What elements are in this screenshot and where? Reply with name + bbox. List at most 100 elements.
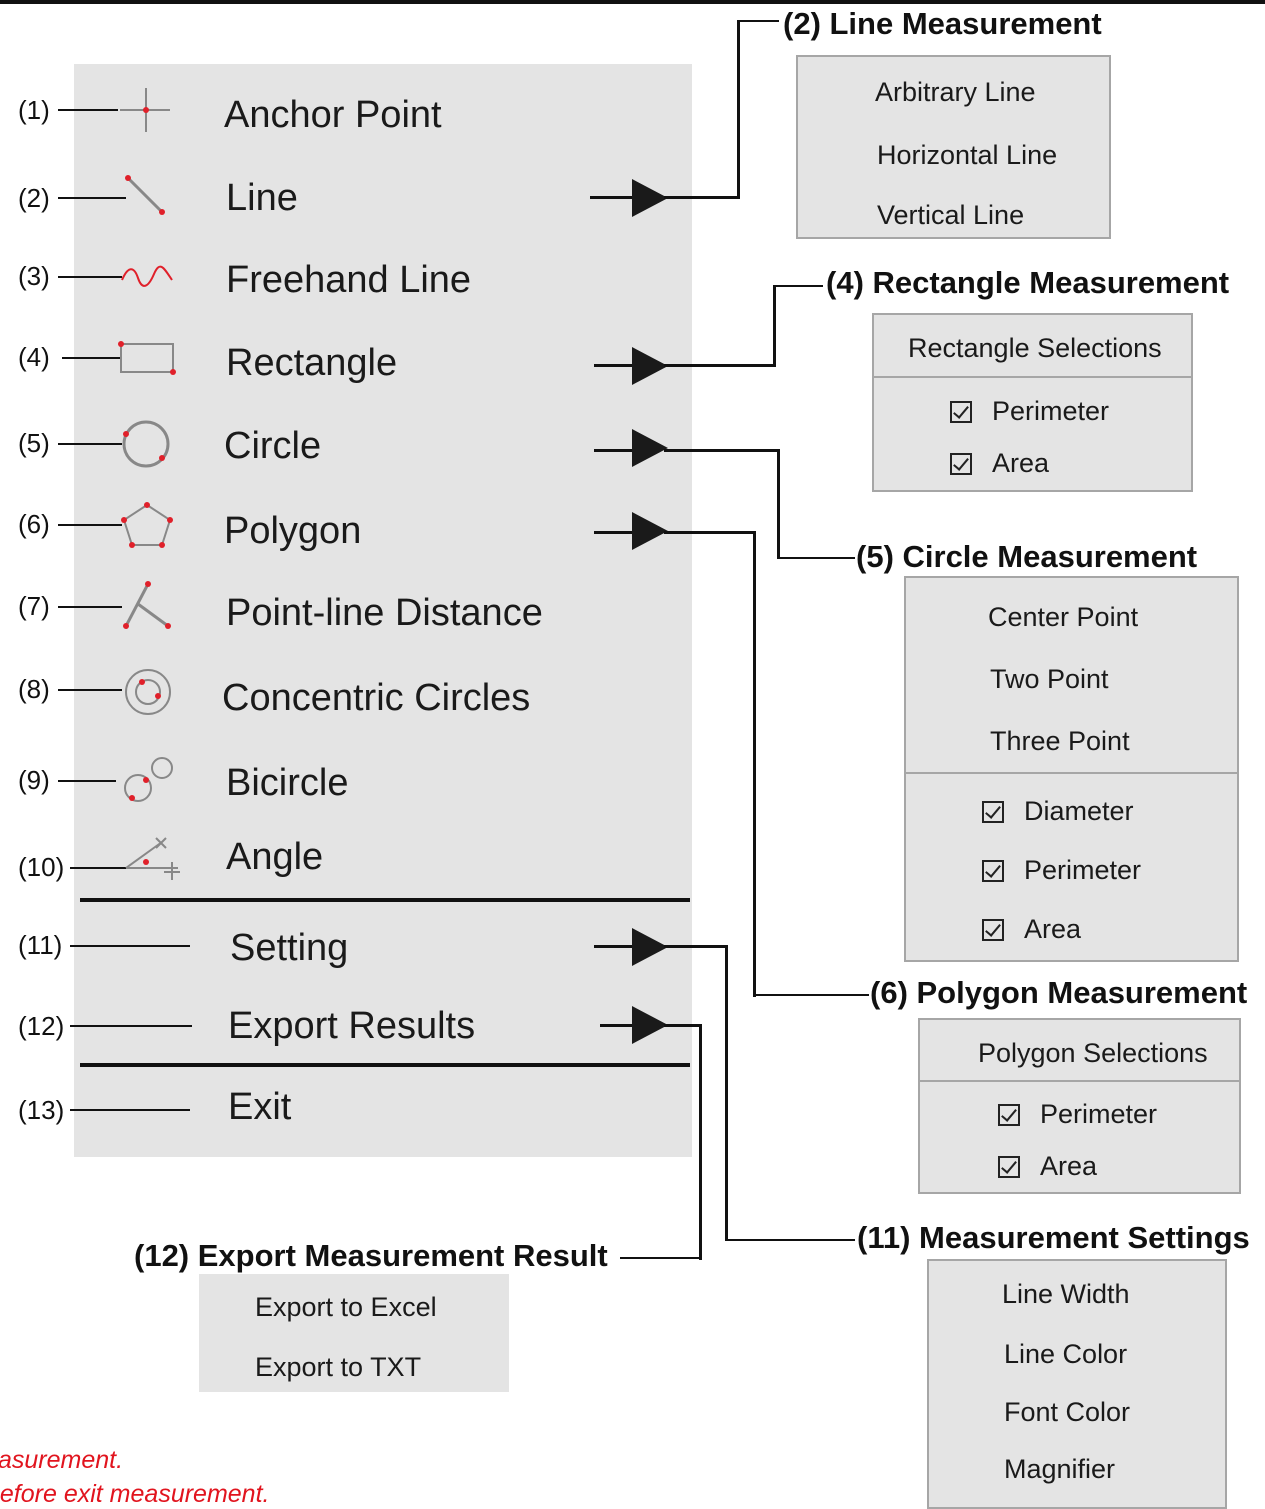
rectangle-measurement-title: (4) Rectangle Measurement xyxy=(826,265,1230,300)
leader-line xyxy=(58,276,122,278)
menu-item-circle[interactable]: Circle xyxy=(224,425,322,467)
item-number-1: (1) xyxy=(18,95,50,125)
submenu-arrow-line xyxy=(594,364,634,367)
submenu-item-three-point[interactable]: Three Point xyxy=(990,726,1130,756)
line-icon[interactable] xyxy=(120,172,168,220)
rectangle-option-area[interactable]: Area xyxy=(950,448,1049,479)
circle-option-area[interactable]: Area xyxy=(982,914,1081,945)
circle-measurement-submenu: Center Point Two Point Three Point Diame… xyxy=(904,576,1239,962)
checkbox-checked-icon[interactable] xyxy=(982,801,1004,823)
submenu-arrow-icon[interactable] xyxy=(632,347,668,385)
option-label: Area xyxy=(1024,914,1082,944)
anchor-point-icon[interactable] xyxy=(118,86,172,136)
bicircle-icon[interactable] xyxy=(120,754,176,806)
menu-item-exit[interactable]: Exit xyxy=(228,1086,292,1128)
circle-option-perimeter[interactable]: Perimeter xyxy=(982,855,1141,886)
leader-line xyxy=(58,689,122,691)
submenu-item-export-to-excel[interactable]: Export to Excel xyxy=(255,1292,437,1322)
option-label: Area xyxy=(1040,1151,1098,1181)
circle-icon[interactable] xyxy=(118,418,174,470)
checkbox-checked-icon[interactable] xyxy=(950,401,972,423)
option-label: Area xyxy=(992,448,1050,478)
checkbox-checked-icon[interactable] xyxy=(982,860,1004,882)
connector-line xyxy=(664,1024,702,1027)
option-label: Diameter xyxy=(1024,796,1134,826)
submenu-item-export-to-txt[interactable]: Export to TXT xyxy=(255,1352,422,1382)
connector-line xyxy=(737,20,740,199)
checkbox-checked-icon[interactable] xyxy=(998,1104,1020,1126)
polygon-option-area[interactable]: Area xyxy=(998,1151,1097,1182)
connector-line xyxy=(737,20,779,22)
item-number-3: (3) xyxy=(18,261,50,291)
item-number-6: (6) xyxy=(18,509,50,539)
polygon-measurement-title: (6) Polygon Measurement xyxy=(870,975,1248,1010)
submenu-item-vertical-line[interactable]: Vertical Line xyxy=(877,200,1025,230)
leader-line xyxy=(70,867,126,869)
rectangle-measurement-submenu: Rectangle Selections Perimeter Area xyxy=(872,313,1193,492)
freehand-line-icon[interactable] xyxy=(118,262,176,290)
leader-line xyxy=(70,1025,192,1027)
polygon-option-perimeter[interactable]: Perimeter xyxy=(998,1099,1157,1130)
measurement-settings-submenu: Line Width Line Color Font Color Magnifi… xyxy=(927,1259,1227,1509)
export-measurement-result-title: (12) Export Measurement Result xyxy=(134,1238,608,1273)
point-line-distance-icon[interactable] xyxy=(118,580,176,632)
menu-item-line[interactable]: Line xyxy=(226,177,298,219)
menu-item-angle[interactable]: Angle xyxy=(226,836,324,878)
item-number-4: (4) xyxy=(18,342,50,372)
item-number-7: (7) xyxy=(18,591,50,621)
polygon-selections-header: Polygon Selections xyxy=(978,1038,1208,1068)
submenu-item-arbitrary-line[interactable]: Arbitrary Line xyxy=(875,77,1036,107)
submenu-arrow-icon[interactable] xyxy=(632,928,668,966)
connector-line xyxy=(753,994,869,996)
connector-line xyxy=(620,1257,702,1259)
angle-icon[interactable] xyxy=(122,836,184,882)
checkbox-checked-icon[interactable] xyxy=(998,1156,1020,1178)
option-label: Perimeter xyxy=(992,396,1110,426)
circle-option-diameter[interactable]: Diameter xyxy=(982,796,1134,827)
leader-line xyxy=(70,1109,190,1111)
menu-item-polygon[interactable]: Polygon xyxy=(224,510,362,552)
menu-item-freehand-line[interactable]: Freehand Line xyxy=(226,259,472,301)
rectangle-option-perimeter[interactable]: Perimeter xyxy=(950,396,1109,427)
option-label: Perimeter xyxy=(1040,1099,1158,1129)
submenu-arrow-line xyxy=(594,449,634,452)
item-number-8: (8) xyxy=(18,674,50,704)
submenu-item-font-color[interactable]: Font Color xyxy=(1004,1397,1131,1427)
submenu-item-magnifier[interactable]: Magnifier xyxy=(1004,1454,1116,1484)
item-number-5: (5) xyxy=(18,428,50,458)
submenu-arrow-icon[interactable] xyxy=(632,429,668,467)
polygon-icon[interactable] xyxy=(120,500,174,550)
submenu-item-center-point[interactable]: Center Point xyxy=(988,602,1139,632)
rectangle-icon[interactable] xyxy=(116,338,178,378)
item-number-2: (2) xyxy=(18,183,50,213)
connector-line xyxy=(725,945,728,1241)
menu-item-setting[interactable]: Setting xyxy=(230,927,349,969)
submenu-item-line-width[interactable]: Line Width xyxy=(1002,1279,1130,1309)
connector-line xyxy=(664,449,780,452)
submenu-arrow-icon[interactable] xyxy=(632,179,668,217)
leader-line xyxy=(58,780,116,782)
export-submenu: Export to Excel Export to TXT xyxy=(199,1274,509,1392)
menu-item-rectangle[interactable]: Rectangle xyxy=(226,342,398,384)
submenu-item-line-color[interactable]: Line Color xyxy=(1004,1339,1128,1369)
submenu-arrow-line xyxy=(594,531,634,534)
submenu-arrow-line xyxy=(600,1024,634,1027)
concentric-circles-icon[interactable] xyxy=(120,666,176,718)
item-number-12: (12) xyxy=(18,1011,65,1041)
rectangle-selections-header: Rectangle Selections xyxy=(908,333,1162,363)
submenu-arrow-icon[interactable] xyxy=(632,512,668,550)
menu-item-bicircle[interactable]: Bicircle xyxy=(226,762,349,804)
menu-item-point-line-distance[interactable]: Point-line Distance xyxy=(226,592,543,634)
submenu-arrow-icon[interactable] xyxy=(632,1006,668,1044)
menu-divider xyxy=(80,898,690,902)
menu-item-anchor-point[interactable]: Anchor Point xyxy=(224,94,442,136)
checkbox-checked-icon[interactable] xyxy=(982,919,1004,941)
menu-divider xyxy=(80,1063,690,1067)
checkbox-checked-icon[interactable] xyxy=(950,453,972,475)
submenu-item-horizontal-line[interactable]: Horizontal Line xyxy=(877,140,1058,170)
menu-item-export-results[interactable]: Export Results xyxy=(228,1005,476,1047)
submenu-arrow-line xyxy=(590,196,634,199)
submenu-item-two-point[interactable]: Two Point xyxy=(990,664,1109,694)
submenu-separator xyxy=(874,376,1191,378)
menu-item-concentric-circles[interactable]: Concentric Circles xyxy=(222,677,531,719)
